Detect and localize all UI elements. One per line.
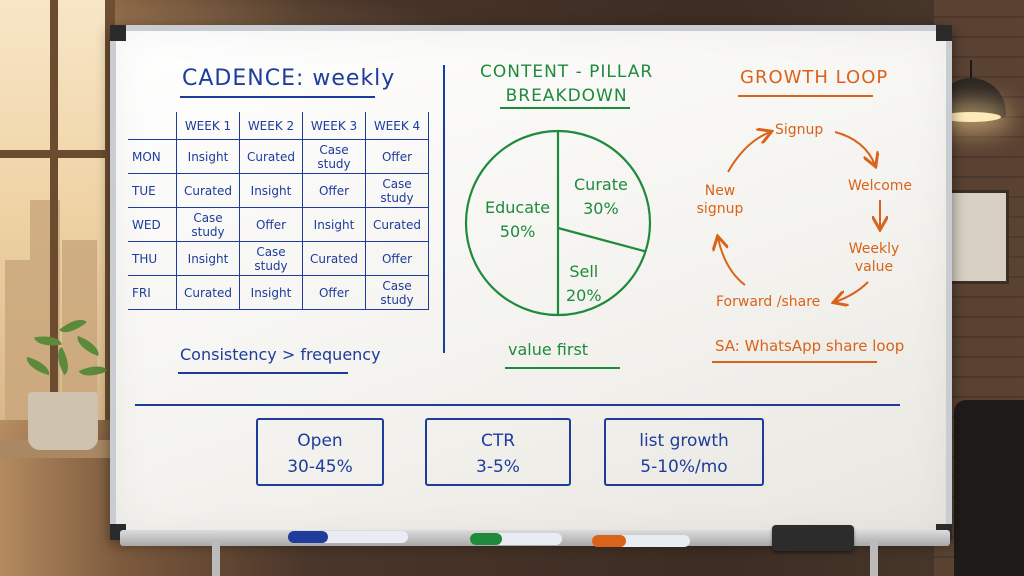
city-building xyxy=(5,260,30,420)
pillar-title-line2: BREAKDOWN xyxy=(505,86,628,106)
metrics-divider xyxy=(135,404,900,406)
week-header: WEEK 1 xyxy=(176,112,240,140)
schedule-cell: Insight xyxy=(176,139,240,174)
slice-percent: 30% xyxy=(583,199,619,218)
week-header: WEEK 2 xyxy=(239,112,303,140)
slice-name: Curate xyxy=(574,175,628,194)
loop-node-new-signup: New signup xyxy=(696,183,744,217)
week-header: WEEK 3 xyxy=(302,112,366,140)
arrow-forward-newsignup xyxy=(718,238,746,286)
metric-label: list growth xyxy=(639,431,729,451)
arrow-signup-welcome xyxy=(834,131,875,165)
section-divider xyxy=(443,65,445,353)
pie-slice-edge-sell xyxy=(557,226,646,253)
slice-name: Sell xyxy=(569,262,599,281)
metric-box-open: Open 30-45% xyxy=(256,418,384,486)
metric-value: 30-45% xyxy=(287,457,353,477)
day-label: FRI xyxy=(128,275,177,310)
day-label: MON xyxy=(128,139,177,174)
metric-value: 5-10%/mo xyxy=(640,457,728,477)
schedule-cell: Curated xyxy=(239,139,303,174)
schedule-cell: Case study xyxy=(176,207,240,242)
cadence-underline xyxy=(180,96,375,98)
pillar-note-underline xyxy=(505,367,620,369)
growth-loop-underline xyxy=(738,95,873,97)
slice-name: Educate xyxy=(485,198,551,217)
pillar-title-line1: CONTENT - PILLAR xyxy=(480,62,654,82)
slice-percent: 50% xyxy=(499,222,536,241)
metric-label: Open xyxy=(297,431,343,451)
schedule-cell: Offer xyxy=(365,139,429,174)
cadence-corner-cell xyxy=(128,112,177,140)
metric-value: 3-5% xyxy=(476,457,520,477)
schedule-cell: Offer xyxy=(302,173,366,208)
pillar-pie-chart xyxy=(464,129,652,317)
schedule-cell: Case study xyxy=(302,139,366,174)
schedule-cell: Insight xyxy=(302,207,366,242)
day-label: TUE xyxy=(128,173,177,208)
schedule-cell: Offer xyxy=(365,241,429,276)
office-chair xyxy=(954,400,1024,576)
schedule-cell: Case study xyxy=(365,173,429,208)
pie-slices xyxy=(464,129,652,317)
arrow-newsignup-signup xyxy=(727,132,770,173)
growth-loop-note-underline xyxy=(712,361,877,363)
pillar-note: value first xyxy=(508,340,589,359)
schedule-cell: Insight xyxy=(239,275,303,310)
pillar-title: CONTENT - PILLAR BREAKDOWN xyxy=(480,60,653,108)
stand-leg xyxy=(212,540,220,576)
loop-node-signup: Signup xyxy=(775,122,824,138)
stand-leg xyxy=(870,540,878,576)
schedule-cell: Insight xyxy=(239,173,303,208)
pillar-title-underline xyxy=(500,107,630,109)
loop-node-welcome: Welcome xyxy=(848,178,913,194)
schedule-cell: Offer xyxy=(302,275,366,310)
day-label: WED xyxy=(128,207,177,242)
wall-frame xyxy=(945,190,1009,284)
pie-label-educate: Educate 50% xyxy=(485,196,550,244)
cadence-title: CADENCE: weekly xyxy=(182,66,396,91)
growth-loop-arrows xyxy=(690,110,920,330)
orange-marker-cap xyxy=(592,535,626,547)
metric-box-list-growth: list growth 5-10%/mo xyxy=(604,418,764,486)
schedule-cell: Insight xyxy=(176,241,240,276)
growth-loop-note: SA: WhatsApp share loop xyxy=(715,337,905,355)
pie-label-curate: Curate 30% xyxy=(574,173,628,221)
schedule-cell: Offer xyxy=(239,207,303,242)
board-corner xyxy=(110,25,126,41)
whiteboard-eraser[interactable] xyxy=(772,525,854,551)
window-mullion xyxy=(50,0,58,420)
cadence-header-row: WEEK 1 WEEK 2 WEEK 3 WEEK 4 xyxy=(128,112,429,140)
schedule-cell: Case study xyxy=(365,275,429,310)
schedule-cell: Curated xyxy=(176,275,240,310)
schedule-cell: Case study xyxy=(239,241,303,276)
schedule-cell: Curated xyxy=(302,241,366,276)
cadence-note-underline xyxy=(178,372,348,374)
table-row: FRI Curated Insight Offer Case study xyxy=(128,275,429,310)
cadence-note: Consistency > frequency xyxy=(180,345,381,364)
table-row: MON Insight Curated Case study Offer xyxy=(128,139,429,174)
table-row: TUE Curated Insight Offer Case study xyxy=(128,173,429,208)
schedule-cell: Curated xyxy=(365,207,429,242)
table-row: THU Insight Case study Curated Offer xyxy=(128,241,429,276)
day-label: THU xyxy=(128,241,177,276)
slice-percent: 20% xyxy=(566,286,602,305)
loop-node-forward-share: Forward /share xyxy=(716,294,821,310)
metric-box-ctr: CTR 3-5% xyxy=(425,418,571,486)
metric-label: CTR xyxy=(480,431,516,451)
loop-node-weekly-value: Weekly value xyxy=(848,241,900,275)
board-corner xyxy=(936,25,952,41)
arrow-weekly-forward xyxy=(835,281,869,302)
table-row: WED Case study Offer Insight Curated xyxy=(128,207,429,242)
pie-label-sell: Sell 20% xyxy=(566,260,602,308)
growth-loop-title: GROWTH LOOP xyxy=(740,67,889,88)
schedule-cell: Curated xyxy=(176,173,240,208)
week-header: WEEK 4 xyxy=(365,112,429,140)
blue-marker-cap xyxy=(288,531,328,543)
green-marker-cap xyxy=(470,533,502,545)
cadence-table: WEEK 1 WEEK 2 WEEK 3 WEEK 4 MON Insight … xyxy=(128,112,429,310)
plant-pot xyxy=(28,392,98,450)
